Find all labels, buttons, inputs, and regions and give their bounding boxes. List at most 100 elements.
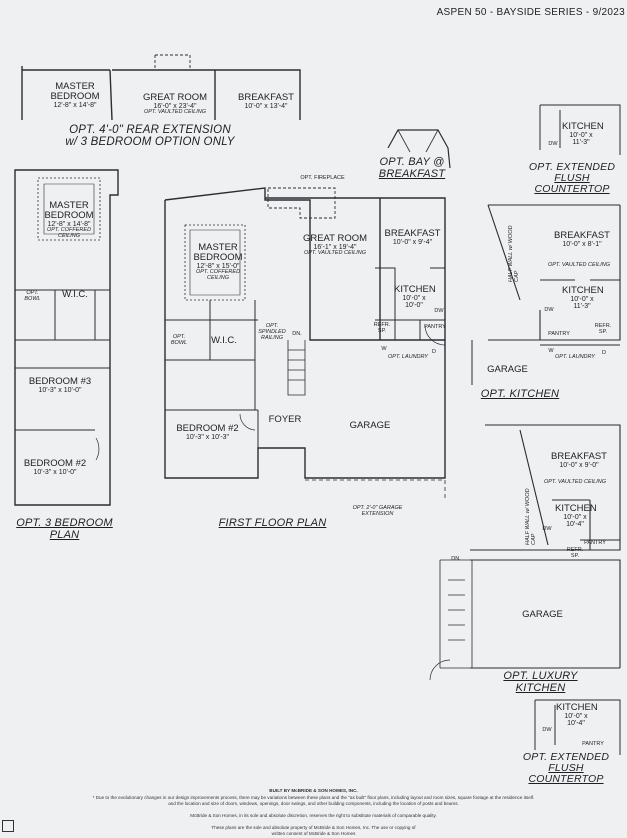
dw-label: DW bbox=[434, 308, 444, 314]
refr-label: REFR. SP. bbox=[594, 323, 612, 336]
washer-label: W bbox=[548, 348, 554, 354]
room-name: BREAKFAST bbox=[238, 92, 294, 103]
room-dimension: 16'-0" x 23'-4" bbox=[153, 102, 197, 110]
room-dimension: 12'-8" x 14'-8" bbox=[53, 101, 97, 109]
rear-breakfast-label: BREAKFAST 10'-0" x 13'-4" bbox=[226, 93, 306, 110]
opt-kitchen-label: KITCHEN 10'-0" x 11'-3" bbox=[562, 285, 604, 311]
opt-kitchen-breakfast-label: BREAKFAST 10'-0" x 8'-1" bbox=[548, 231, 616, 248]
dryer-label: D bbox=[432, 349, 436, 355]
pantry-label: PANTRY bbox=[582, 741, 604, 747]
room-dimension: 10'-0" x bbox=[564, 712, 588, 720]
room-name: MASTER bbox=[55, 81, 95, 92]
flush-bottom-kitchen-label: KITCHEN 10'-0" x 10'-4" bbox=[556, 703, 598, 728]
disclaimer-line: and the location and size of doors, wind… bbox=[168, 801, 459, 806]
room-dimension: 10'-4" bbox=[567, 720, 585, 728]
room-dimension: 10'-0" x 9'-0" bbox=[559, 461, 599, 469]
room-dimension: 12'-8" x 14'-8" bbox=[47, 220, 91, 228]
first-floor-bedroom2-label: BEDROOM #2 10'-3" x 10'-3" bbox=[175, 424, 240, 441]
title-line: w/ 3 BEDROOM OPTION ONLY bbox=[65, 136, 235, 149]
luxury-kitchen-title: OPT. LUXURY KITCHEN bbox=[503, 670, 578, 694]
dw-label: DW bbox=[542, 526, 552, 532]
sp-text: SP. bbox=[570, 552, 580, 559]
half-wall-label: HALF WALL w/ WOOD CAP bbox=[525, 488, 537, 545]
pantry-label: PANTRY bbox=[424, 324, 446, 330]
opt-kitchen-garage-label: GARAGE bbox=[487, 364, 528, 375]
great-room-label: GREAT ROOM 16'-1" x 19'-4" OPT. VAULTED … bbox=[295, 234, 375, 257]
wic-label: W.I.C. bbox=[211, 335, 237, 346]
refr-label: REFR. SP. bbox=[373, 322, 391, 335]
flush-top-kitchen-label: KITCHEN 10'-0" x 11'-3" bbox=[562, 122, 604, 147]
room-name: BEDROOM bbox=[193, 251, 243, 263]
note-text: OPT. bbox=[265, 323, 279, 329]
builder-credit: BUILT BY McBRIDE & SON HOMES, INC. bbox=[269, 788, 358, 793]
room-dimension: 10'-0" x 8'-1" bbox=[562, 240, 602, 248]
room-dimension: 10'-3" x 10'-0" bbox=[33, 468, 77, 476]
dryer-label: D bbox=[602, 350, 606, 356]
room-name: KITCHEN bbox=[555, 503, 597, 514]
disclaimer-line: These plans are the sole and absolute pr… bbox=[211, 825, 416, 830]
opt-bay-title: OPT. BAY @ BREAKFAST bbox=[372, 156, 452, 180]
disclaimer-line: * Due to the evolutionary changes in our… bbox=[92, 795, 535, 800]
room-name: GREAT ROOM bbox=[302, 233, 368, 244]
room-dimension: 10'-3" x 10'-3" bbox=[185, 433, 230, 441]
room-dimension: 10'-0" x 9'-4" bbox=[392, 238, 433, 246]
note-text: SPINDLED bbox=[258, 328, 286, 335]
room-dimension: 10'-0" x bbox=[402, 294, 426, 302]
title-line: FLUSH COUNTERTOP bbox=[528, 762, 604, 786]
luxury-kitchen-label: KITCHEN 10'-0" x 10'-4" bbox=[555, 503, 597, 529]
garage-extension-label: OPT. 2'-0" GARAGE EXTENSION bbox=[345, 505, 410, 518]
room-dimension: 16'-1" x 19'-4" bbox=[313, 243, 357, 251]
refr-text: REFR. bbox=[373, 322, 391, 328]
rear-great-room-label: GREAT ROOM 16'-0" x 23'-4" OPT. VAULTED … bbox=[130, 93, 220, 116]
room-name: BEDROOM bbox=[50, 90, 100, 102]
first-floor-master-label: MASTER BEDROOM 12'-8" x 15'-0" OPT. COFF… bbox=[185, 243, 251, 282]
opt-bowl-label: OPT. BOWL bbox=[170, 334, 188, 346]
sp-text: SP. bbox=[598, 328, 608, 335]
title-line: OPT. EXTENDED bbox=[522, 751, 610, 763]
bedroom3-label: BEDROOM #3 10'-3" x 10'-0" bbox=[25, 377, 95, 394]
flush-bottom-title: OPT. EXTENDED FLUSH COUNTERTOP bbox=[510, 751, 622, 786]
room-dimension: 11'-3" bbox=[572, 139, 590, 147]
refr-label: REFR. SP. bbox=[566, 547, 584, 560]
three-bedroom-title: OPT. 3 BEDROOM PLAN bbox=[16, 517, 113, 541]
breakfast-label: BREAKFAST 10'-0" x 9'-4" bbox=[380, 229, 445, 246]
rear-master-label: MASTER BEDROOM 12'-8" x 14'-8" bbox=[40, 82, 110, 109]
room-note: OPT. COFFERED CEILING bbox=[46, 227, 92, 240]
title-line: OPT. 4'-0" REAR EXTENSION bbox=[69, 124, 231, 136]
title-line: OPT. BAY @ bbox=[379, 156, 445, 168]
room-name: BEDROOM #2 bbox=[176, 423, 239, 434]
room-name: BEDROOM #2 bbox=[23, 458, 87, 469]
room-name: BREAKFAST bbox=[384, 228, 441, 239]
garage-label: GARAGE bbox=[349, 420, 391, 431]
series-header: ASPEN 50 - BAYSIDE SERIES - 9/2023 bbox=[436, 7, 625, 18]
laundry-label: OPT. LAUNDRY bbox=[388, 354, 428, 360]
washer-label: W bbox=[381, 346, 387, 352]
room-name: GREAT ROOM bbox=[142, 92, 208, 103]
room-dimension: 10'-0" x bbox=[570, 295, 594, 303]
note-text: EXTENSION bbox=[361, 510, 394, 517]
title-line: BREAKFAST bbox=[378, 167, 446, 180]
title-line: FLUSH COUNTERTOP bbox=[534, 172, 610, 196]
room-name: BREAKFAST bbox=[551, 451, 607, 462]
title-line: OPT. EXTENDED bbox=[528, 161, 616, 173]
foyer-label: FOYER bbox=[268, 414, 302, 425]
vaulted-label: OPT. VAULTED CEILING bbox=[547, 262, 611, 268]
bedroom2-label: BEDROOM #2 10'-3" x 10'-0" bbox=[20, 459, 90, 476]
room-name: KITCHEN bbox=[562, 285, 604, 296]
half-wall-label: HALF WALL w/ WOOD CAP bbox=[508, 225, 520, 282]
spindled-railing-label: OPT. SPINDLED RAILING bbox=[256, 323, 288, 341]
disclaimer-line: McBride & Son Homes, in its sole and abs… bbox=[190, 813, 437, 818]
room-note: OPT. VAULTED CEILING bbox=[303, 250, 367, 257]
room-name: BEDROOM bbox=[44, 209, 94, 221]
room-name: MASTER bbox=[198, 242, 238, 253]
pantry-label: PANTRY bbox=[584, 540, 606, 546]
rear-extension-title: OPT. 4'-0" REAR EXTENSION w/ 3 BEDROOM O… bbox=[60, 124, 240, 148]
kitchen-label: KITCHEN 10'-0" x 10'-0" bbox=[394, 284, 436, 310]
room-name: BREAKFAST bbox=[554, 230, 610, 241]
room-dimension: 10'-0" bbox=[405, 302, 423, 310]
room-name: KITCHEN bbox=[394, 284, 436, 295]
note-text: OPT. 2'-0" GARAGE bbox=[352, 505, 403, 511]
laundry-label: OPT. LAUNDRY bbox=[555, 354, 595, 360]
luxury-garage-label: GARAGE bbox=[522, 609, 563, 620]
